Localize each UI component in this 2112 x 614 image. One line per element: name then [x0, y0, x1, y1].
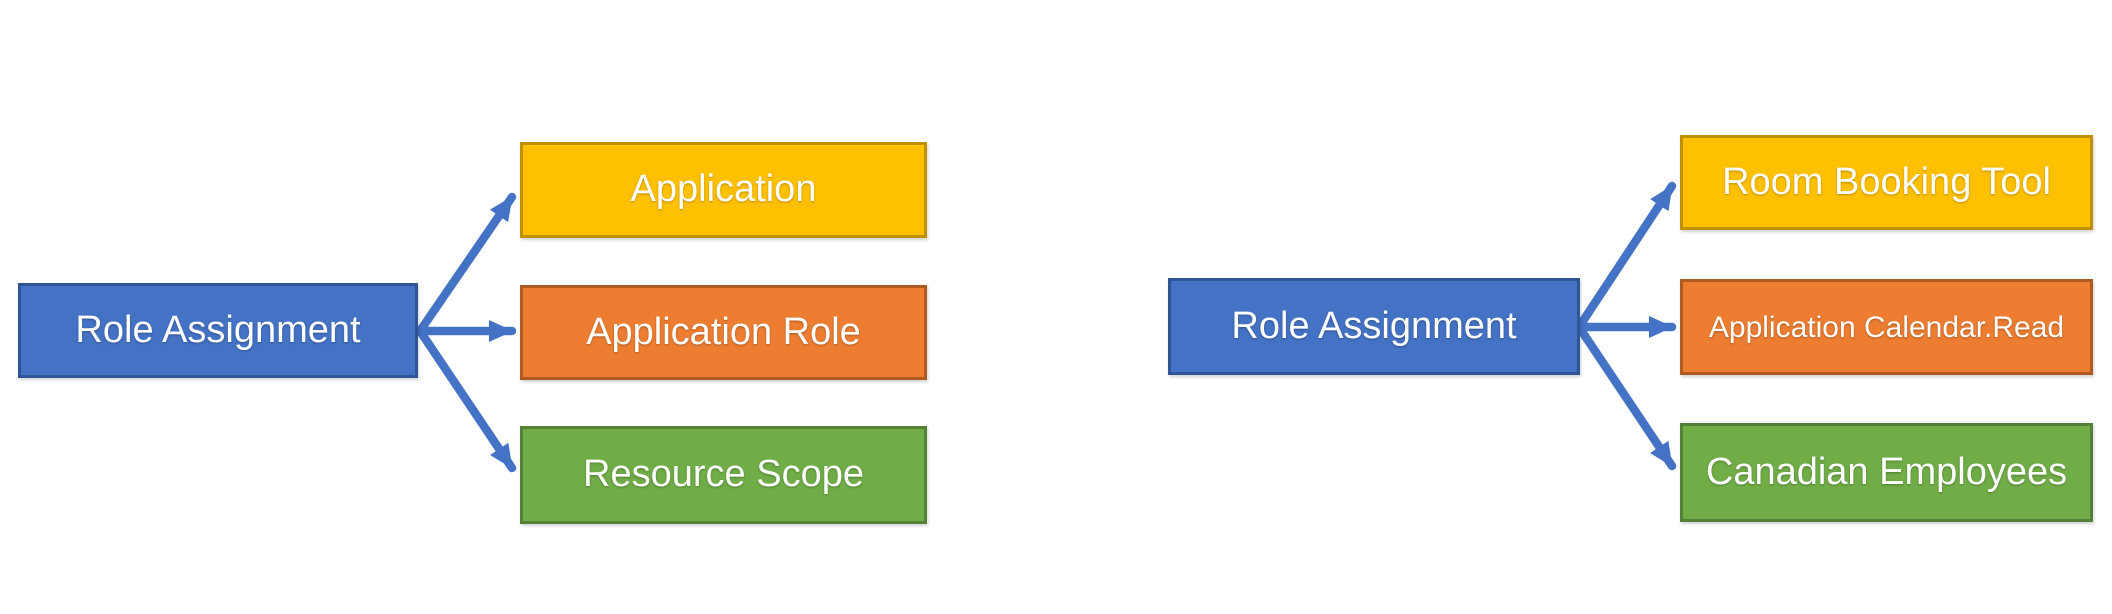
resource-scope-box: Resource Scope	[520, 426, 927, 524]
role-assignment-label-left: Role Assignment	[75, 308, 361, 351]
room-booking-tool-box: Room Booking Tool	[1680, 135, 2093, 230]
room-booking-tool-label: Room Booking Tool	[1722, 160, 2051, 203]
application-label: Application	[630, 168, 817, 211]
arrow-right-to-room-booking	[1574, 181, 1677, 332]
application-role-label: Application Role	[586, 310, 861, 353]
application-calendar-read-label: Application Calendar.Read	[1708, 310, 2065, 344]
canadian-employees-label: Canadian Employees	[1705, 450, 2068, 493]
role-assignment-label-right: Role Assignment	[1231, 304, 1517, 347]
application-calendar-read-box: Application Calendar.Read	[1680, 279, 2093, 375]
canadian-employees-box: Canadian Employees	[1680, 423, 2093, 522]
resource-scope-label: Resource Scope	[583, 453, 864, 496]
arrow-right-to-canadian-emp	[1574, 322, 1677, 471]
role-assignment-box-right: Role Assignment	[1168, 278, 1580, 375]
application-box: Application	[520, 142, 927, 238]
application-role-box: Application Role	[520, 285, 927, 380]
arrow-left-to-application	[415, 192, 517, 336]
role-assignment-box-left: Role Assignment	[18, 283, 418, 378]
arrow-left-to-resource-scope	[415, 326, 517, 473]
